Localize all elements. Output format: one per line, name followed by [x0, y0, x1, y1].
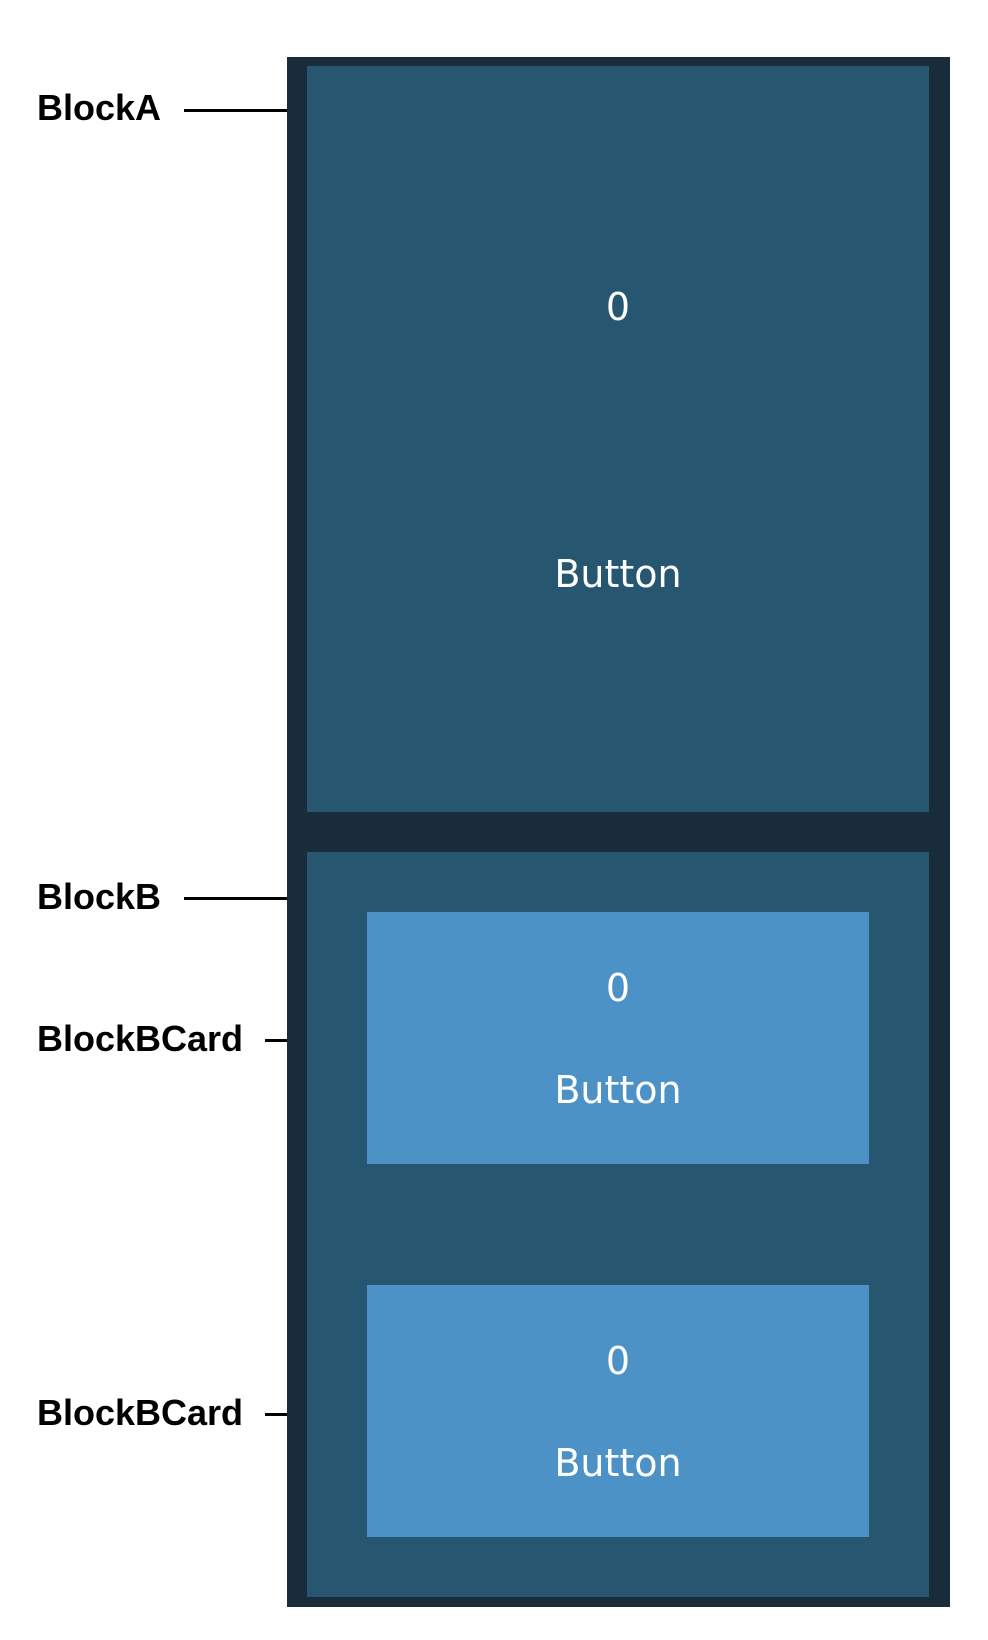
block-b-card: 0 Button [367, 912, 869, 1164]
block-b-card-button[interactable]: Button [367, 1068, 869, 1112]
annotation-label-block-b-card-2: BlockBCard [37, 1392, 244, 1433]
block-a-counter: 0 [605, 285, 631, 329]
block-b-card-button[interactable]: Button [367, 1441, 869, 1485]
annotation-label-block-b: BlockB [37, 876, 162, 917]
annotation-label-block-b-card-1: BlockBCard [37, 1018, 244, 1059]
block-b: 0 Button 0 Button [307, 852, 929, 1597]
block-a-button[interactable]: Button [307, 552, 929, 596]
block-b-card: 0 Button [367, 1285, 869, 1537]
annotation-label-block-a: BlockA [37, 87, 162, 128]
app-screen: 0 Button 0 Button 0 Button [287, 57, 950, 1607]
block-b-card-counter: 0 [605, 1339, 631, 1383]
block-a: 0 Button [307, 66, 929, 812]
block-b-card-counter: 0 [605, 966, 631, 1010]
